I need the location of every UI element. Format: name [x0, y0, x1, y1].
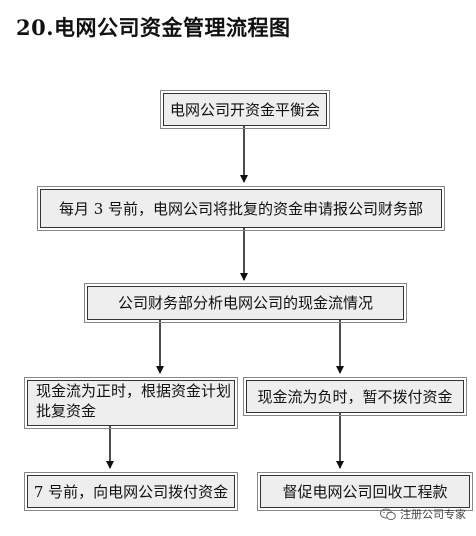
node-cashflow-analysis: 公司财务部分析电网公司的现金流情况: [84, 283, 407, 323]
node-negative-cashflow: 现金流为负时，暂不拨付资金: [243, 377, 467, 416]
node-positive-cashflow-line1: 现金流为正时，根据资金计划: [36, 382, 232, 400]
watermark: 注册公司专家: [380, 506, 466, 522]
node-collect-payments-label: 督促电网公司回收工程款: [282, 482, 448, 501]
wechat-icon: [380, 508, 396, 520]
node-balance-meeting: 电网公司开资金平衡会: [160, 90, 330, 129]
node-collect-payments: 督促电网公司回收工程款: [257, 472, 473, 511]
node-cashflow-analysis-label: 公司财务部分析电网公司的现金流情况: [117, 294, 373, 312]
page-title: 20.电网公司资金管理流程图: [16, 15, 291, 40]
node-disburse-funds: 7 号前，向电网公司拨付资金: [24, 472, 238, 511]
node-disburse-funds-label: 7 号前，向电网公司拨付资金: [33, 482, 229, 501]
node-balance-meeting-label: 电网公司开资金平衡会: [169, 100, 320, 119]
node-negative-cashflow-label: 现金流为负时，暂不拨付资金: [257, 387, 453, 406]
node-submit-application-label: 每月 3 号前，电网公司将批复的资金申请报公司财务部: [58, 199, 424, 218]
node-positive-cashflow: 现金流为正时，根据资金计划 批复资金: [24, 377, 238, 429]
watermark-text: 注册公司专家: [400, 508, 466, 521]
node-positive-cashflow-line2: 批复资金: [36, 402, 97, 420]
node-submit-application: 每月 3 号前，电网公司将批复的资金申请报公司财务部: [37, 186, 445, 231]
